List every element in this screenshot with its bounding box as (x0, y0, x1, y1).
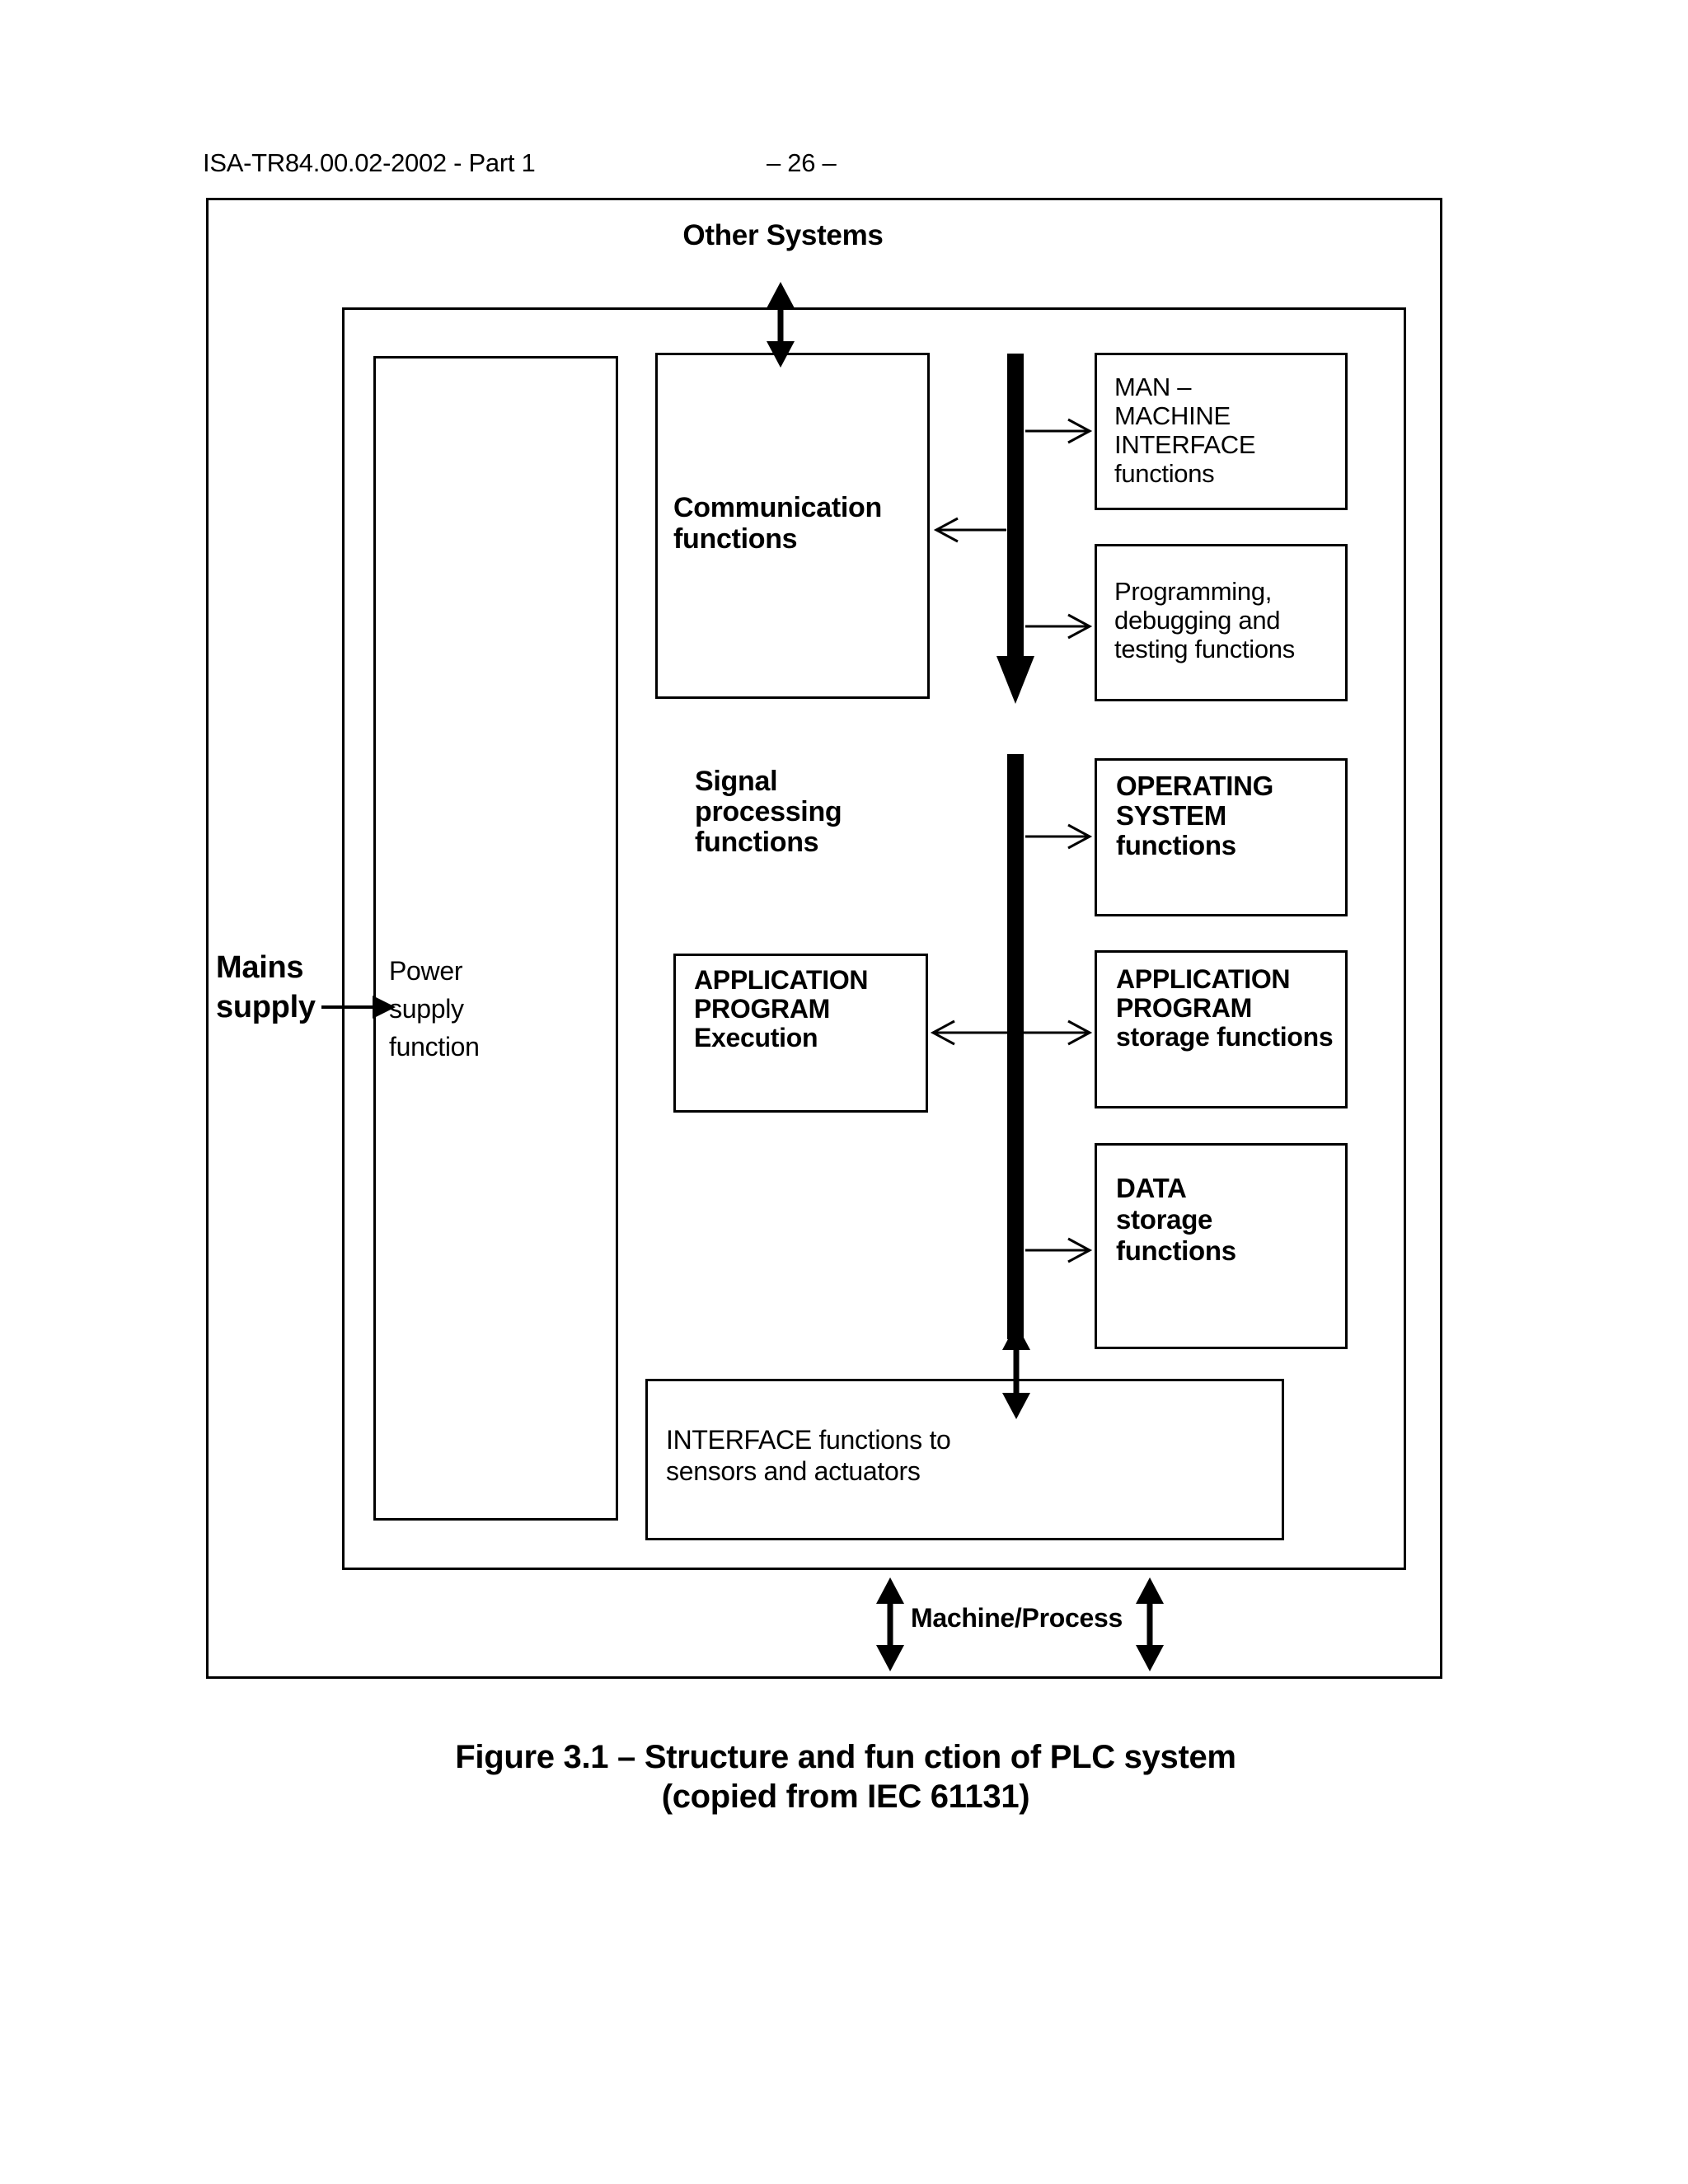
figure-outer-border (206, 198, 1442, 1679)
programming-debugging-box-label: Programming, debugging and testing funct… (1114, 577, 1295, 663)
figure-caption: Figure 3.1 – Structure and fun ction of … (269, 1737, 1423, 1816)
application-program-execution-box (673, 954, 928, 1113)
signal-processing-label: Signal processing functions (695, 766, 842, 858)
sensor-actuator-interface-box (645, 1379, 1284, 1540)
data-storage-box (1095, 1143, 1348, 1349)
communication-box-label: Communication functions (673, 492, 882, 555)
man-machine-interface-box (1095, 353, 1348, 510)
sensor-actuator-interface-box-label: INTERFACE functions to sensors and actua… (666, 1425, 951, 1486)
application-program-execution-box-label: APPLICATION PROGRAM Execution (694, 965, 869, 1052)
data-storage-box-label: DATA storage functions (1116, 1173, 1236, 1266)
application-program-storage-box-label: APPLICATION PROGRAM storage functions (1116, 964, 1334, 1052)
header-doc-id: ISA-TR84.00.02-2002 - Part 1 (203, 148, 536, 177)
power-supply-box-label: Power supply function (389, 956, 480, 1062)
operating-system-box-label: OPERATING SYSTEM functions (1116, 771, 1274, 860)
header-page-number: – 26 – (767, 148, 837, 177)
other-systems-label: Other Systems (682, 219, 884, 251)
mains-supply-label: Mains supply (216, 950, 316, 1024)
power-supply-box (373, 356, 618, 1521)
figure-caption-line2: (copied from IEC 61131) (661, 1779, 1030, 1815)
machine-process-label: Machine/Process (911, 1603, 1123, 1633)
operating-system-box (1095, 758, 1348, 916)
man-machine-interface-box-label: MAN – MACHINE INTERFACE functions (1114, 373, 1256, 488)
application-program-storage-box (1095, 950, 1348, 1108)
plc-system-box (342, 307, 1406, 1570)
programming-debugging-box (1095, 544, 1348, 701)
figure-caption-line1: Figure 3.1 – Structure and fun ction of … (455, 1739, 1236, 1775)
